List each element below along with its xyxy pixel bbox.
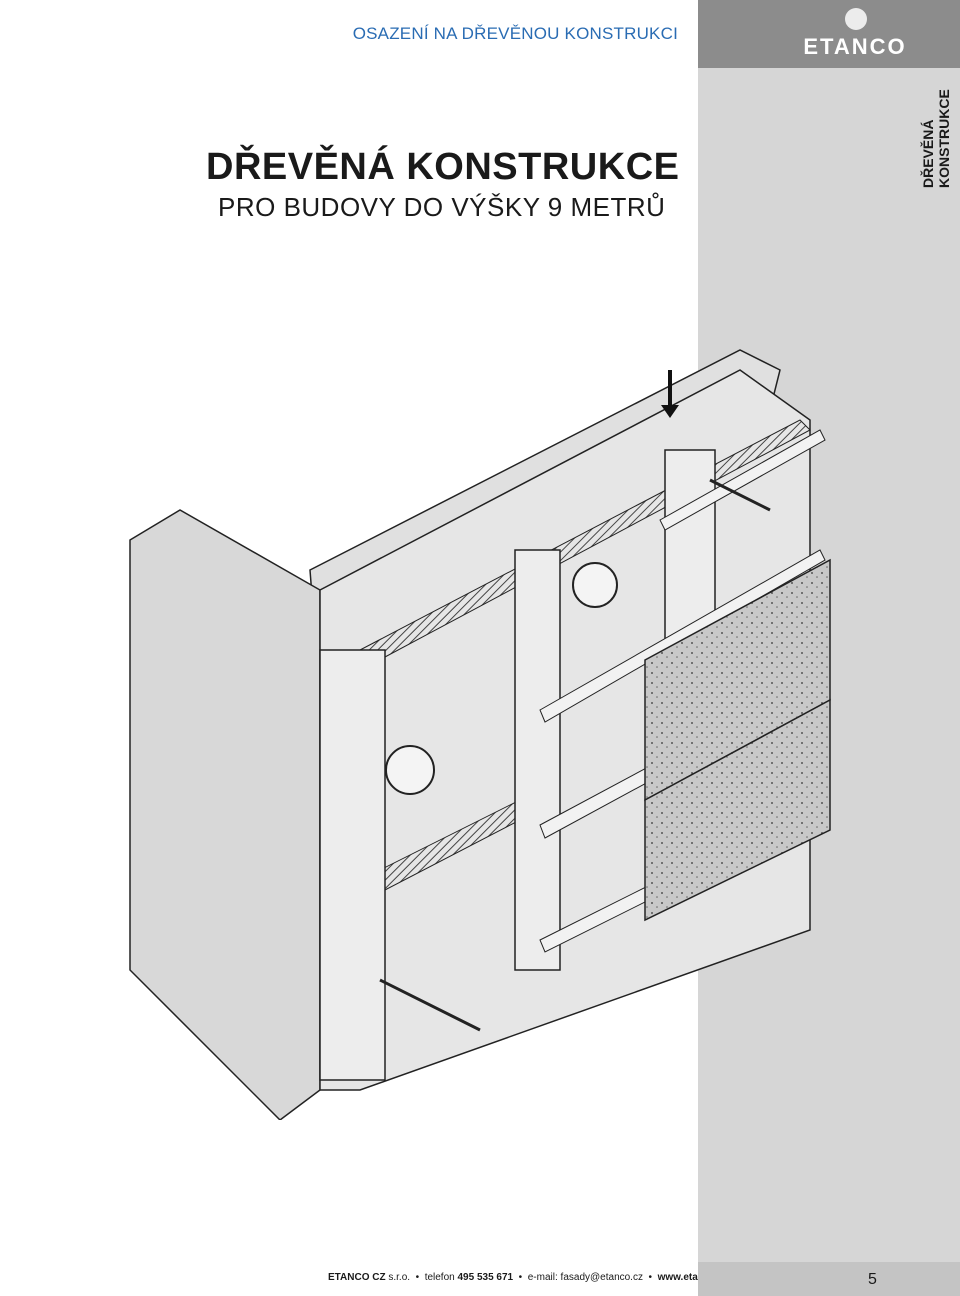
page-number-box [698, 1262, 960, 1296]
side-section-label: DŘEVĚNÁ KONSTRUKCE [920, 28, 960, 188]
side-label-line1: DŘEVĚNÁ [920, 119, 936, 188]
footer-email-label: e-mail: [527, 1272, 558, 1283]
footer-phone-label: telefon [424, 1272, 455, 1283]
wall-block [129, 509, 321, 1120]
construction-illustration [129, 349, 831, 1120]
page-subheading: PRO BUDOVY DO VÝŠKY 9 METRŮ [218, 192, 666, 222]
footer-company-suffix: s.r.o. [388, 1272, 411, 1283]
etanco-logo: ETANCO [790, 8, 920, 62]
logo-text: ETANCO [803, 34, 907, 59]
screw-top [709, 478, 771, 512]
rail-top [659, 429, 826, 531]
facade-panel-lower [644, 698, 831, 922]
logo-strip [698, 0, 960, 68]
vent-wheel-1 [385, 745, 435, 795]
arrow-indicator [661, 370, 679, 418]
logo-mark-icon [845, 8, 867, 30]
footer-contact: ETANCO CZ s.r.o. • telefon 495 535 671 •… [328, 1272, 729, 1283]
page-number: 5 [868, 1271, 877, 1288]
rail-1 [539, 549, 826, 723]
footer-email[interactable]: fasady@etanco.cz [560, 1272, 643, 1283]
header-title: OSAZENÍ NA DŘEVĚNOU KONSTRUKCI [352, 24, 678, 43]
footer-company: ETANCO CZ [328, 1272, 386, 1283]
header-bar: OSAZENÍ NA DŘEVĚNOU KONSTRUKCI [0, 0, 698, 68]
footer-website[interactable]: www.etanco.cz [657, 1272, 729, 1283]
footer-phone: 495 535 671 [457, 1272, 514, 1283]
screw-bottom [379, 978, 481, 1032]
side-label-line2: KONSTRUKCE [936, 89, 952, 188]
page-heading: DŘEVĚNÁ KONSTRUKCE [206, 146, 680, 188]
post-middle [514, 549, 561, 971]
vent-wheel-2 [572, 562, 618, 608]
post-left [319, 649, 386, 1081]
